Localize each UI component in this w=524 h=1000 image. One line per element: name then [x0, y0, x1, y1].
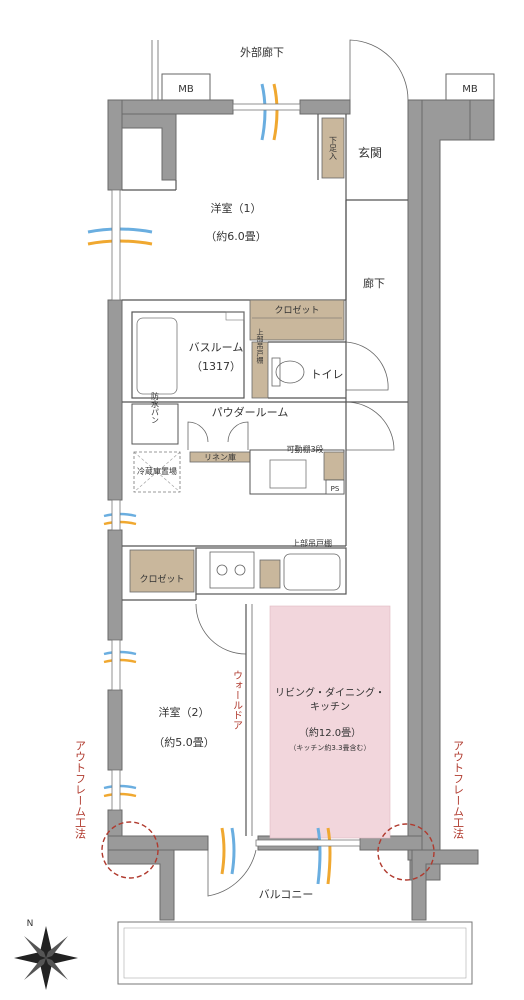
- upper-cabinet-label: 上部吊戸棚: [292, 538, 332, 548]
- washer-pan-label: 防水パン: [151, 391, 160, 424]
- balcony: [117, 921, 473, 985]
- ldk-size: （約12.0畳）: [299, 726, 361, 739]
- outer-walls: [107, 99, 495, 921]
- mb-box-left: [161, 73, 211, 103]
- bathroom-size: （1317）: [191, 360, 241, 373]
- powder-room-label: パウダールーム: [212, 405, 289, 419]
- fridge-label: 冷蔵庫置場: [137, 466, 177, 476]
- mb-label-right: MB: [462, 84, 478, 95]
- balcony-label: バルコニー: [259, 888, 314, 901]
- walk-door-label: ウォールドア: [231, 670, 243, 730]
- outframe-label-right: アウトフレーム工法: [452, 740, 465, 839]
- shoe-box-label: 下足入: [329, 136, 338, 160]
- ps-label: PS: [331, 485, 340, 493]
- western-room-1-size: （約6.0畳）: [205, 229, 267, 243]
- entrance-label: 玄関: [358, 145, 382, 160]
- bathroom-label: バスルーム: [189, 341, 244, 354]
- upper-shelf-label: 上部吊戸棚: [256, 328, 264, 365]
- north-label: N: [27, 919, 34, 929]
- ldk-label-line2: キッチン: [310, 701, 350, 713]
- toilet-label: トイレ: [311, 368, 344, 381]
- mb-label-left: MB: [178, 84, 194, 95]
- western-room-1-label: 洋室（1）: [211, 201, 262, 215]
- ldk-area: [269, 605, 391, 839]
- western-room-2-size: （約5.0畳）: [153, 735, 215, 749]
- north-compass-icon: [14, 926, 78, 990]
- top-left-railing: [151, 40, 159, 100]
- outframe-circle-right: [377, 823, 435, 881]
- interior-walls: [122, 114, 408, 897]
- linen-label: リネン庫: [204, 452, 236, 462]
- mb-box-right: [445, 73, 495, 103]
- ldk-label-line1: リビング・ダイニング・: [275, 686, 385, 699]
- western-room-2-label: 洋室（2）: [159, 705, 210, 719]
- outframe-circle-left: [101, 821, 159, 879]
- outframe-label-left: アウトフレーム工法: [74, 740, 87, 839]
- closet-label-2: クロゼット: [139, 573, 184, 585]
- entrance-door: [349, 39, 409, 101]
- ldk-note: （キッチン約3.3畳含む）: [289, 743, 370, 752]
- exterior-corridor-label: 外部廊下: [240, 45, 284, 59]
- movable-shelf-label: 可動棚3段: [286, 444, 323, 454]
- windows: [111, 103, 361, 847]
- hallway-label: 廊下: [363, 276, 385, 290]
- closet-label-1: クロゼット: [274, 304, 319, 316]
